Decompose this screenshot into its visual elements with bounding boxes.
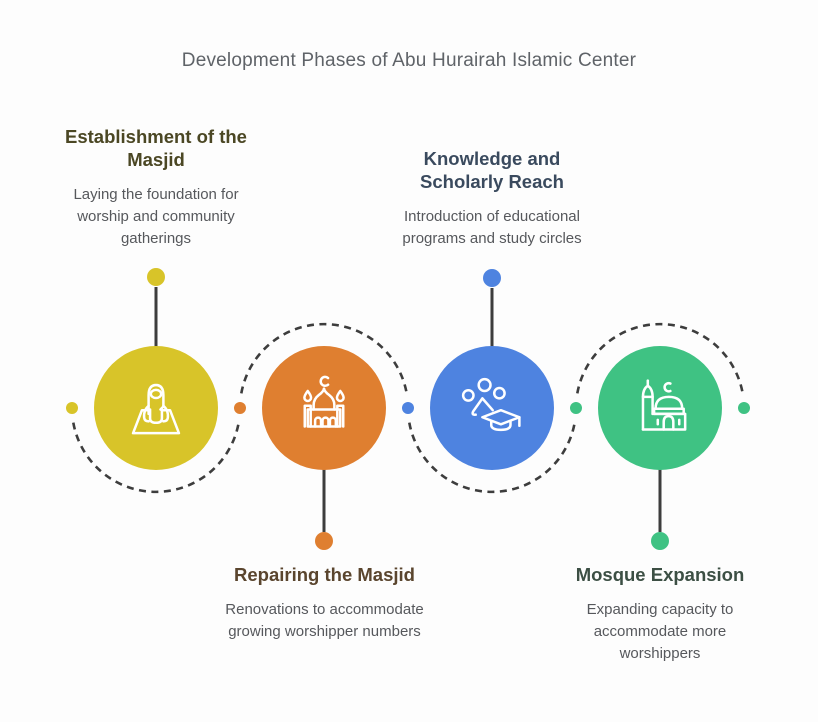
label-dot-phase-4: [651, 532, 669, 550]
phase-circle-repairing: [262, 346, 386, 470]
phase-circle-knowledge: [430, 346, 554, 470]
label-dot-phase-1: [147, 268, 165, 286]
phase-description: Laying the foundation for worship and co…: [73, 186, 239, 247]
phase-label-expansion: Mosque Expansion Expanding capacity to a…: [570, 563, 750, 665]
mosque-icon: [303, 375, 345, 428]
dashed-arc-phase-2: [240, 322, 408, 394]
dashed-arc-phase-4: [576, 322, 744, 394]
phase-description: Introduction of educational programs and…: [402, 208, 582, 247]
phase-label-establishment: Establishment of the Masjid Laying the f…: [51, 125, 261, 250]
phase-description: Expanding capacity to accommodate more w…: [586, 601, 734, 662]
phase-circle-establishment: [94, 346, 218, 470]
phase-label-repairing: Repairing the Masjid Renovations to acco…: [207, 563, 442, 643]
dashed-arc-phase-1: [72, 422, 240, 494]
phase-title: Mosque Expansion: [575, 564, 745, 585]
path-dot-3: [402, 402, 414, 414]
mosque-expansion-icon: [641, 379, 687, 431]
path-dot-start: [66, 402, 78, 414]
label-dot-phase-3: [483, 269, 501, 287]
path-dot-end: [738, 402, 750, 414]
phase-circle-expansion: [598, 346, 722, 470]
page-title: Development Phases of Abu Hurairah Islam…: [181, 50, 637, 71]
praying-woman-icon: [131, 383, 181, 435]
phase-description: Renovations to accommodate growing worsh…: [225, 601, 424, 640]
phase-title: Repairing the Masjid: [234, 564, 415, 585]
phase-label-knowledge: Knowledge and Scholarly Reach Introducti…: [377, 147, 607, 250]
path-dot-4: [570, 402, 582, 414]
phase-title: Knowledge and Scholarly Reach: [420, 148, 564, 192]
path-dot-2: [234, 402, 246, 414]
phase-title: Establishment of the Masjid: [65, 126, 247, 170]
dashed-arc-phase-3: [408, 422, 576, 494]
graduation-people-icon: [461, 377, 521, 432]
label-dot-phase-2: [315, 532, 333, 550]
